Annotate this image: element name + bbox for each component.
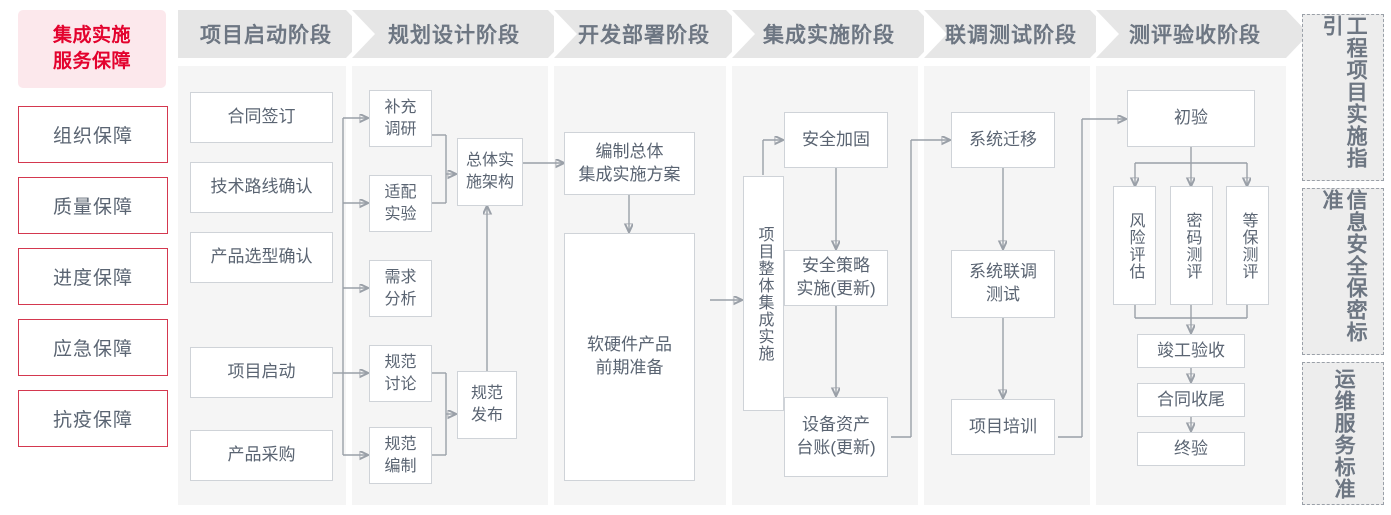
rail-title-line1: 集成实施 <box>52 25 131 47</box>
standard-engineering-guideline[interactable]: 工程项目实施指引 <box>1302 14 1384 181</box>
node-contract-signing[interactable]: 合同签订 <box>190 92 333 143</box>
node-preliminary-acceptance[interactable]: 初验 <box>1127 90 1255 147</box>
phase-header-development[interactable]: 开发部署阶段 <box>554 10 749 58</box>
phase-header-acceptance[interactable]: 测评验收阶段 <box>1096 10 1309 58</box>
node-spec-drafting[interactable]: 规范编制 <box>369 427 432 484</box>
node-asset-ledger[interactable]: 设备资产台账(更新) <box>784 397 888 477</box>
standard-label: 信息安全保密标准 <box>1320 189 1368 343</box>
node-project-kickoff[interactable]: 项目启动 <box>190 347 333 398</box>
node-project-training[interactable]: 项目培训 <box>951 399 1055 455</box>
rail-title-card: 集成实施 服务保障 <box>18 10 166 88</box>
node-product-procurement[interactable]: 产品采购 <box>190 430 333 481</box>
phase-header-startup[interactable]: 项目启动阶段 <box>178 10 369 58</box>
node-tech-route-confirm[interactable]: 技术路线确认 <box>190 162 333 213</box>
node-system-migration[interactable]: 系统迁移 <box>951 112 1055 168</box>
node-crypto-evaluation[interactable]: 密码测评 <box>1170 186 1213 305</box>
node-mlps-evaluation[interactable]: 等保测评 <box>1226 186 1269 305</box>
node-spec-release[interactable]: 规范发布 <box>457 371 517 439</box>
phase-header-planning[interactable]: 规划设计阶段 <box>352 10 571 58</box>
phase-header-integration[interactable]: 集成实施阶段 <box>732 10 941 58</box>
node-security-hardening[interactable]: 安全加固 <box>784 112 888 168</box>
node-requirement-analysis[interactable]: 需求分析 <box>369 260 432 317</box>
rail-item-emergency[interactable]: 应急保障 <box>18 319 168 376</box>
rail-item-label: 应急保障 <box>52 339 133 360</box>
node-overall-project-integration[interactable]: 项目整体集成实施 <box>743 176 784 411</box>
standard-label: 运维服务标准 <box>1332 367 1356 500</box>
node-overall-architecture[interactable]: 总体实施架构 <box>457 138 523 206</box>
rail-item-label: 进度保障 <box>52 268 133 289</box>
standard-label: 工程项目实施指引 <box>1320 15 1368 169</box>
rail-item-label: 质量保障 <box>52 197 133 218</box>
rail-item-quality[interactable]: 质量保障 <box>18 177 168 234</box>
node-hw-sw-preparation[interactable]: 软硬件产品前期准备 <box>564 233 695 481</box>
rail-item-label: 组织保障 <box>52 126 133 147</box>
node-risk-assessment[interactable]: 风险评估 <box>1113 186 1156 305</box>
node-spec-discussion[interactable]: 规范讨论 <box>369 345 432 402</box>
rail-item-organization[interactable]: 组织保障 <box>18 106 168 163</box>
node-system-joint-test[interactable]: 系统联调测试 <box>951 250 1055 318</box>
node-adaptation-experiment[interactable]: 适配实验 <box>369 175 432 232</box>
phase-header-joint-test[interactable]: 联调测试阶段 <box>924 10 1113 58</box>
node-completion-acceptance[interactable]: 竣工验收 <box>1137 334 1245 368</box>
node-overall-integration-plan[interactable]: 编制总体集成实施方案 <box>564 132 695 195</box>
standard-infosec-confidentiality[interactable]: 信息安全保密标准 <box>1302 188 1384 355</box>
node-final-acceptance[interactable]: 终验 <box>1137 432 1245 466</box>
node-security-policy-impl[interactable]: 安全策略实施(更新) <box>784 250 888 306</box>
node-supplementary-research[interactable]: 补充调研 <box>369 90 432 147</box>
node-contract-closeout[interactable]: 合同收尾 <box>1137 383 1245 417</box>
rail-item-schedule[interactable]: 进度保障 <box>18 248 168 305</box>
standard-ops-service[interactable]: 运维服务标准 <box>1302 362 1384 505</box>
node-product-selection[interactable]: 产品选型确认 <box>190 232 333 283</box>
service-assurance-rail: 集成实施 服务保障 组织保障 质量保障 进度保障 应急保障 抗疫保障 <box>18 10 168 505</box>
rail-title-line2: 服务保障 <box>52 51 131 72</box>
rail-item-epidemic[interactable]: 抗疫保障 <box>18 390 168 447</box>
rail-item-label: 抗疫保障 <box>52 410 133 431</box>
